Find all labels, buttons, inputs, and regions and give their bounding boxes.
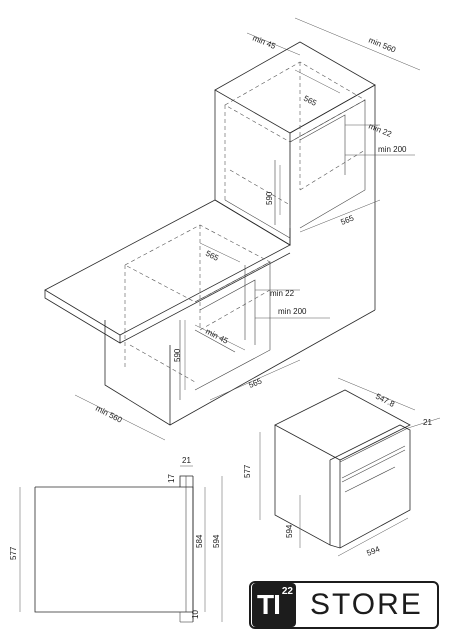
side-profile-drawing [34, 475, 194, 623]
logo-word: STORE [310, 588, 423, 621]
dim-side-584: 584 [195, 534, 204, 548]
logo-mark-text: TI [257, 589, 281, 620]
dim-oven-547-8: 547.8 [374, 392, 396, 409]
dim-min-560-top: min 560 [367, 36, 397, 55]
dim-590-upper: 590 [265, 191, 274, 205]
oven-drawing [274, 389, 411, 549]
dim-min-45-lower: min 45 [204, 327, 230, 346]
base-cabinet-drawing [44, 199, 376, 426]
dim-min-22-upper: min 22 [367, 122, 393, 140]
dim-565-lower-width: 565 [204, 249, 220, 263]
dim-565-lower-depth: 565 [247, 376, 263, 390]
dim-oven-21: 21 [423, 418, 432, 427]
dim-side-17: 17 [167, 474, 176, 483]
dim-side-10: 10 [191, 610, 200, 619]
column-cabinet-drawing [214, 41, 376, 310]
logo-mark-number: 22 [281, 586, 293, 597]
dim-oven-594-height: 594 [285, 524, 294, 538]
logo-mark: TI 22 [252, 583, 296, 627]
dim-side-21: 21 [182, 456, 191, 465]
dim-min-45-top: min 45 [251, 34, 277, 52]
dim-oven-577: 577 [243, 464, 252, 478]
dim-590-lower: 590 [173, 348, 182, 362]
dim-side-577: 577 [9, 546, 18, 560]
dim-oven-594-width: 594 [365, 544, 381, 558]
dim-side-594: 594 [212, 534, 221, 548]
dim-min-560-lower: min 560 [94, 404, 124, 425]
dim-min-22-lower: min 22 [270, 289, 295, 298]
dim-min-200-upper: min 200 [378, 145, 407, 154]
dim-min-200-lower: min 200 [278, 307, 307, 316]
dimension-lines [19, 17, 441, 622]
store-logo: TI 22 STORE [249, 581, 439, 629]
dim-565-upper-width: 565 [302, 94, 318, 108]
